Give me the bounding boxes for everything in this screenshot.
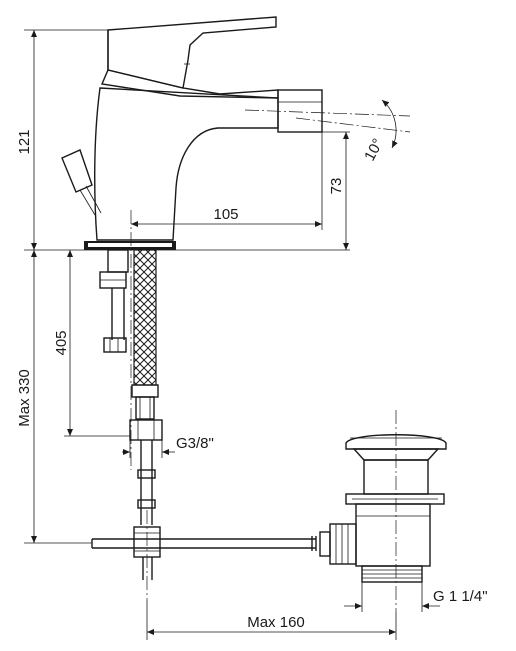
label-max-330: Max 330 xyxy=(16,369,33,427)
label-height-121: 121 xyxy=(16,129,33,154)
mixer-body xyxy=(94,87,279,241)
mounting-stud xyxy=(107,249,129,273)
waste-valve xyxy=(319,434,447,583)
popup-rod xyxy=(91,536,317,551)
label-hose-405: 405 xyxy=(53,330,70,355)
label-spout-reach-105: 105 xyxy=(213,206,238,223)
label-max-160: Max 160 xyxy=(247,614,305,631)
lever-handle xyxy=(107,16,277,89)
label-spout-angle: 10° xyxy=(361,136,387,164)
cartridge-cap xyxy=(101,69,279,99)
dimension-labels: 121 73 105 10° 405 Max 330 G3/8" G 1 1/4… xyxy=(16,129,488,631)
inlet-nut xyxy=(129,419,163,441)
braided-hose xyxy=(133,249,157,386)
label-spout-height-73: 73 xyxy=(328,178,345,195)
dimension-lines xyxy=(24,29,440,640)
supply-hoses xyxy=(99,249,163,580)
label-inlet-thread: G3/8" xyxy=(176,435,214,452)
waste-cap xyxy=(345,434,447,450)
popup-knob xyxy=(61,149,93,193)
centerlines xyxy=(130,109,411,612)
aerator xyxy=(277,89,323,133)
mixer-faucet xyxy=(61,16,323,250)
label-waste-thread: G 1 1/4" xyxy=(433,588,488,605)
